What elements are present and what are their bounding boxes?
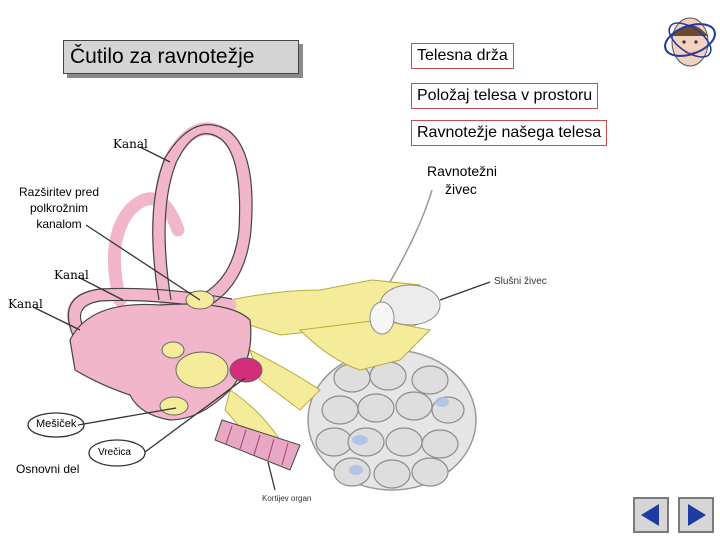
note-ravnotezje: Ravnotežje našega telesa — [411, 120, 607, 146]
label-kanal-mid: Kanal — [54, 268, 89, 282]
vrecica-shape — [230, 358, 262, 382]
next-slide-button[interactable] — [678, 497, 714, 533]
leader-line — [390, 190, 432, 282]
note-telesna-drza: Telesna drža — [411, 43, 514, 69]
next-slide-icon — [680, 499, 712, 531]
label-kanal-top: Kanal — [113, 137, 148, 151]
head-balance-icon — [661, 16, 719, 66]
note-polozaj-telesa: Položaj telesa v prostoru — [411, 83, 598, 109]
label-kanal-left: Kanal — [8, 297, 43, 311]
label-slusni-zivec: Slušni živec — [494, 276, 547, 287]
label-kortijev-organ: Kortijev organ — [262, 494, 311, 503]
label-vrecica: Vrečica — [98, 447, 131, 458]
slide-title: Čutilo za ravnotežje — [63, 40, 299, 74]
label-ravnotezni-zivec: Ravnotežni živec — [427, 162, 497, 198]
label-osnovni-del: Osnovni del — [16, 462, 79, 476]
prev-slide-icon — [635, 499, 667, 531]
prev-slide-button[interactable] — [633, 497, 669, 533]
cochlea — [308, 350, 476, 490]
mesicek-shape — [176, 352, 228, 388]
label-mesicek: Mešiček — [36, 418, 76, 430]
label-razsiritev: Razširitev pred polkrožnim kanalom — [14, 184, 104, 232]
